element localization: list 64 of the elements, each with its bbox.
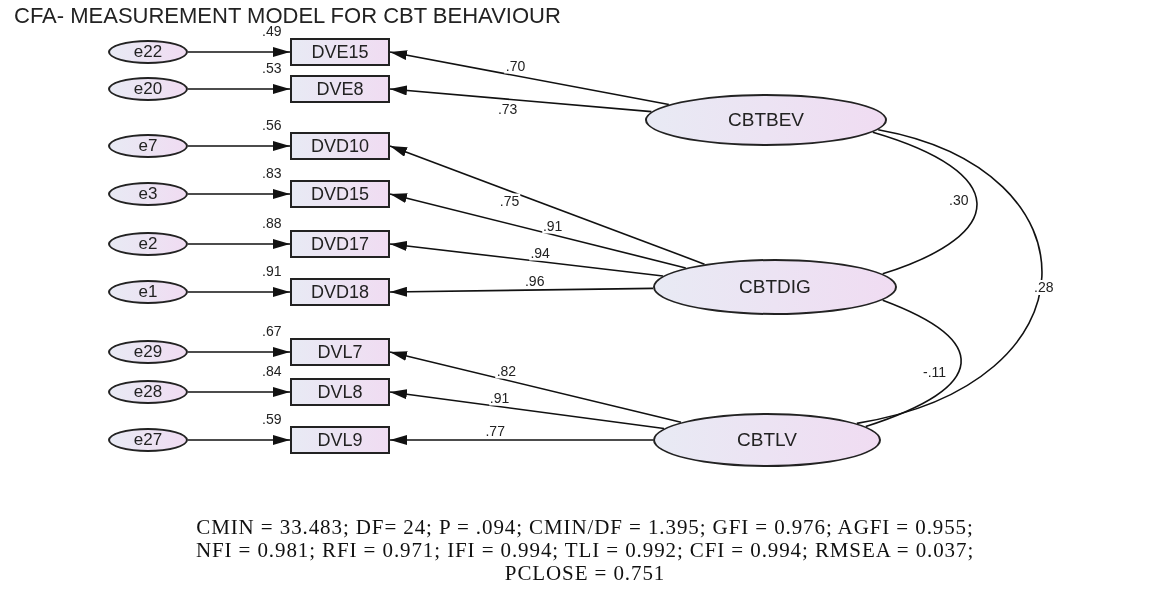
arrow [187,435,291,445]
edge-label: .75 [498,193,521,209]
arrow [389,351,682,424]
covariance-curve [872,131,978,275]
observed-variable-box: DVD15 [290,180,390,208]
observed-variable-box: DVD18 [290,278,390,306]
arrow [187,84,291,94]
arrow [389,389,665,430]
edge-label: .96 [524,273,546,289]
edge-label: .91 [488,390,511,406]
r-squared-value: .84 [262,364,282,379]
edge-label: .82 [495,363,518,379]
arrow [187,47,291,57]
edge-label: .70 [504,58,527,74]
edge-label: .73 [496,101,519,117]
latent-variable-ellipse: CBTLV [653,413,881,467]
latent-variable-ellipse: CBTDIG [653,259,897,315]
error-ellipse: e29 [108,340,188,364]
error-ellipse: e3 [108,182,188,206]
r-squared-value: .83 [262,166,282,181]
observed-variable-box: DVL7 [290,338,390,366]
edge-label: .77 [484,423,506,439]
observed-variable-box: DVL9 [290,426,390,454]
observed-variable-box: DVD10 [290,132,390,160]
arrow [187,141,291,151]
edge-label: .94 [529,245,551,261]
edge-label: .91 [541,218,564,234]
observed-variable-box: DVE15 [290,38,390,66]
error-ellipse: e22 [108,40,188,64]
error-ellipse: e2 [108,232,188,256]
latent-variable-ellipse: CBTBEV [645,94,887,146]
arrow [187,189,291,199]
observed-variable-box: DVL8 [290,378,390,406]
observed-variable-box: DVE8 [290,75,390,103]
covariance-curve [864,299,962,428]
edge-label: .28 [1033,280,1055,295]
arrow [389,193,687,269]
arrow [187,239,291,249]
edge-label: .30 [948,193,970,208]
observed-variable-box: DVD17 [290,230,390,258]
r-squared-value: .49 [262,24,282,39]
error-ellipse: e7 [108,134,188,158]
r-squared-value: .53 [262,61,282,76]
r-squared-value: .91 [262,264,282,279]
error-ellipse: e1 [108,280,188,304]
arrow [389,241,664,277]
r-squared-value: .59 [262,412,282,427]
arrow [389,50,670,106]
fit-statistics-caption: CMIN = 33.483; DF= 24; P = .094; CMIN/DF = 1.395; GFI = 0.976; AGFI = 0.955; NFI = 0.981; RFI = 0.971; IFI = 0.994; TLI = 0.992; CFI = 0.994; RMSEA = 0.037; PCLOSE = 0.751 [194,516,976,585]
covariance-curve [856,128,1043,425]
r-squared-value: .88 [262,216,282,231]
arrow [187,387,291,397]
arrow [389,286,654,297]
error-ellipse: e20 [108,77,188,101]
arrow [389,435,654,445]
r-squared-value: .56 [262,118,282,133]
arrow [389,85,653,113]
arrow [389,145,706,265]
error-ellipse: e27 [108,428,188,452]
r-squared-value: .67 [262,324,282,339]
arrow [187,347,291,357]
arrow [187,287,291,297]
edge-label: -.11 [922,365,948,380]
error-ellipse: e28 [108,380,188,404]
